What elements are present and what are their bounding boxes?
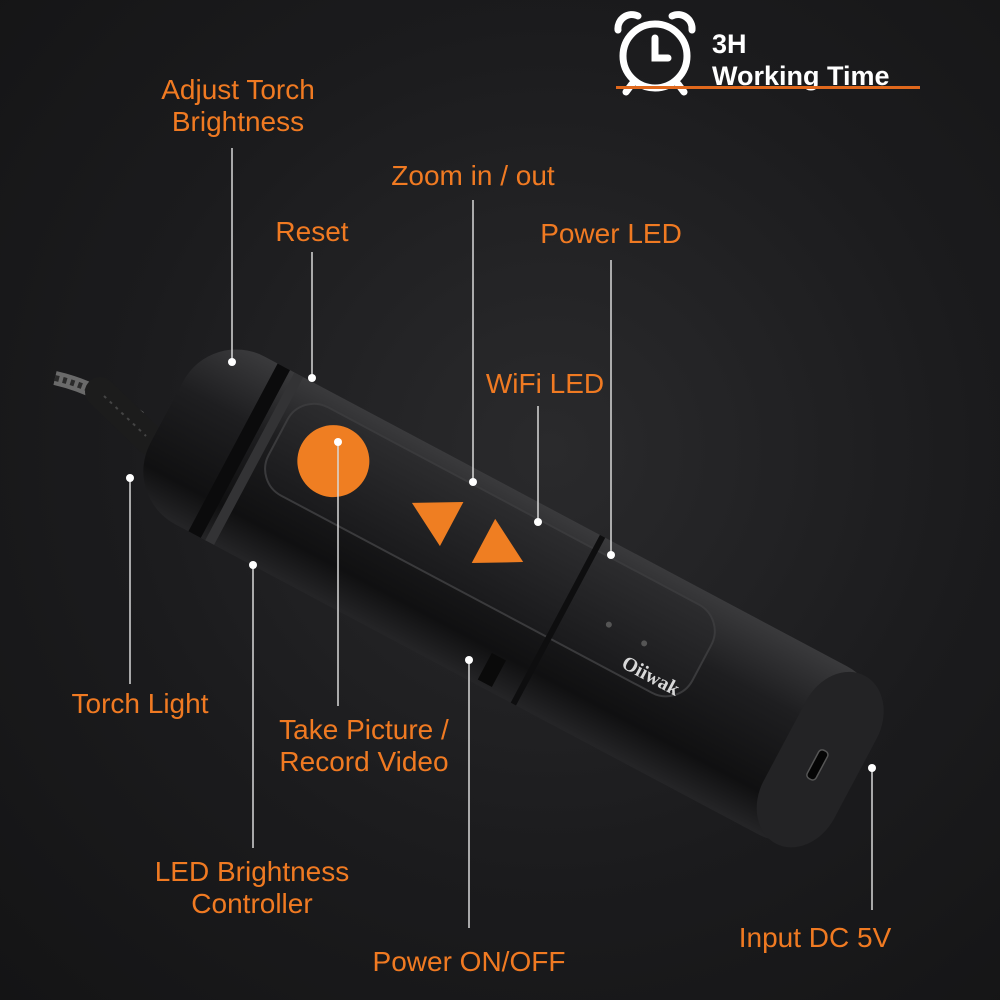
label-take-picture: Take Picture / Record Video bbox=[279, 714, 449, 777]
badge-underline bbox=[616, 86, 920, 89]
label-reset: Reset bbox=[275, 216, 349, 247]
working-time-value: 3H bbox=[712, 29, 747, 59]
alarm-clock-icon bbox=[614, 11, 696, 96]
working-time-text: 3H Working Time bbox=[712, 28, 890, 92]
label-adjust-torch-brightness: Adjust Torch Brightness bbox=[161, 74, 315, 137]
callout-lines bbox=[126, 148, 876, 928]
label-led-brightness: LED Brightness Controller bbox=[154, 856, 350, 919]
label-zoom: Zoom in / out bbox=[391, 160, 555, 191]
label-power-led: Power LED bbox=[540, 218, 682, 249]
working-time-badge: 3H Working Time bbox=[612, 10, 932, 100]
cable bbox=[53, 371, 165, 455]
endoscope-handle: Oiiwak bbox=[143, 349, 884, 848]
label-power-onoff: Power ON/OFF bbox=[372, 946, 566, 977]
label-wifi-led: WiFi LED bbox=[485, 368, 605, 399]
label-torch-light: Torch Light bbox=[71, 688, 209, 719]
label-input-dc: Input DC 5V bbox=[738, 922, 892, 953]
